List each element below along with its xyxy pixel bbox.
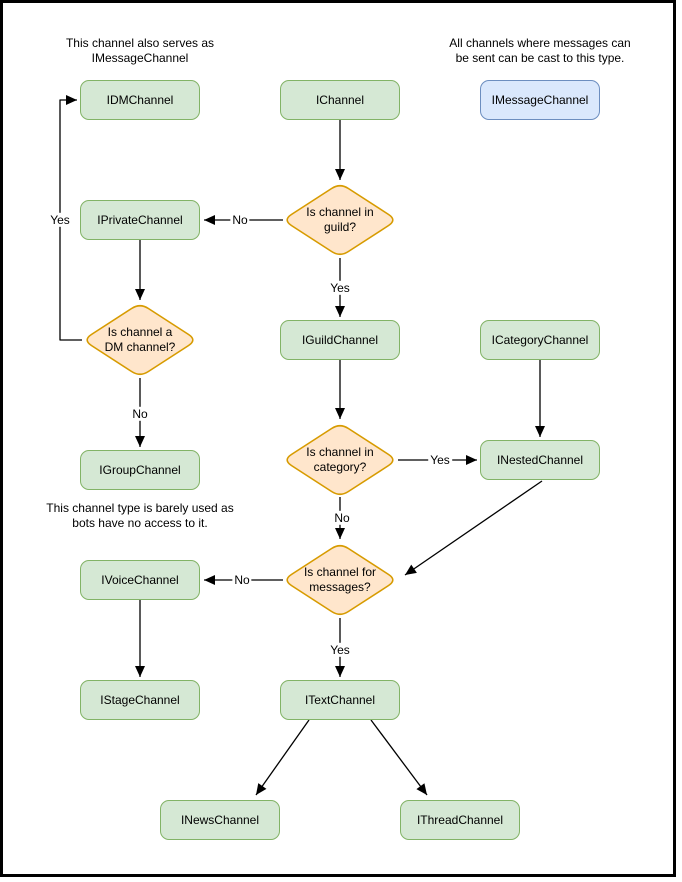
node-ichannel: IChannel xyxy=(280,80,400,120)
edge-label-dm-no: No xyxy=(130,406,150,422)
decision-guild-label: Is channel in guild? xyxy=(306,205,374,234)
decision-dm-label: Is channel a DM channel? xyxy=(104,325,176,354)
node-ivoicechannel: IVoiceChannel xyxy=(80,560,200,600)
edge-label-messages-no: No xyxy=(232,572,252,588)
edge-label-guild-yes: Yes xyxy=(328,280,352,296)
node-inewschannel: INewsChannel xyxy=(160,800,280,840)
note-dm-channel: This channel also serves as IMessageChan… xyxy=(65,36,215,66)
decision-messages-label: Is channel for messages? xyxy=(303,565,377,594)
edge-itext-to-ithread xyxy=(370,719,428,796)
node-imessagechannel: IMessageChannel xyxy=(480,80,600,120)
edge-inested-to-messages-decision xyxy=(404,480,543,576)
node-istagechannel: IStageChannel xyxy=(80,680,200,720)
node-iprivatechannel: IPrivateChannel xyxy=(80,200,200,240)
note-message-channel: All channels where messages can be sent … xyxy=(449,36,631,66)
node-icategorychannel: ICategoryChannel xyxy=(480,320,600,360)
node-igroupchannel: IGroupChannel xyxy=(80,450,200,490)
edge-itext-to-inews xyxy=(255,719,310,796)
edge-label-guild-no: No xyxy=(230,212,250,228)
node-idmchannel: IDMChannel xyxy=(80,80,200,120)
node-iguildchannel: IGuildChannel xyxy=(280,320,400,360)
edge-label-category-no: No xyxy=(332,510,352,526)
decision-category-label: Is channel in category? xyxy=(306,445,374,474)
edge-label-messages-yes: Yes xyxy=(328,642,352,658)
node-inestedchannel: INestedChannel xyxy=(480,440,600,480)
node-itextchannel: ITextChannel xyxy=(280,680,400,720)
note-group-channel: This channel type is barely used as bots… xyxy=(46,501,234,531)
edge-label-category-yes: Yes xyxy=(428,452,452,468)
node-ithreadchannel: IThreadChannel xyxy=(400,800,520,840)
edge-label-dm-yes: Yes xyxy=(48,212,72,228)
